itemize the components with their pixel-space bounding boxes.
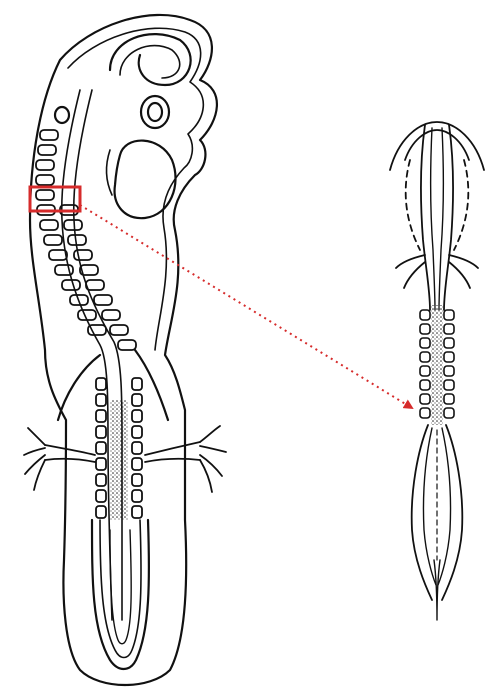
connector-arrow — [80, 205, 412, 408]
detail-tube-left-outer — [421, 125, 430, 310]
detail-tube-left-inner — [431, 128, 435, 310]
detail-tube-right-inner — [439, 128, 443, 310]
otic-vesicle — [55, 107, 69, 123]
detail-tail-tip — [434, 560, 440, 620]
tail-inner-loop-middle — [100, 520, 141, 658]
trunk-flare-left — [58, 355, 100, 420]
tail-inner-loop-inner — [110, 530, 131, 644]
eye-inner — [148, 103, 162, 121]
detail-lower-left-outer — [412, 425, 432, 600]
neural-tube-right-line — [74, 90, 122, 620]
limb-left — [24, 428, 95, 490]
detail-branch-left-2 — [404, 262, 425, 288]
detail-stippled-cord — [431, 305, 443, 425]
detail-dashed-left — [406, 160, 420, 250]
heart-stalk — [106, 150, 112, 195]
heart-bulge — [115, 141, 176, 219]
head-loop-inner — [120, 46, 180, 78]
eye-outer — [141, 96, 169, 128]
detail-branch-right-2 — [449, 262, 470, 288]
neural-tube-left-line — [62, 90, 112, 620]
detail-dashed-right — [454, 160, 468, 250]
stippled-cord-lower — [110, 400, 128, 520]
detail-tube-right-outer — [444, 125, 453, 310]
detail-top-arc-inner — [405, 130, 469, 160]
embryo-illustration — [24, 15, 226, 685]
detail-lower-right-outer — [442, 425, 462, 600]
neural-tube-detail — [390, 122, 484, 620]
